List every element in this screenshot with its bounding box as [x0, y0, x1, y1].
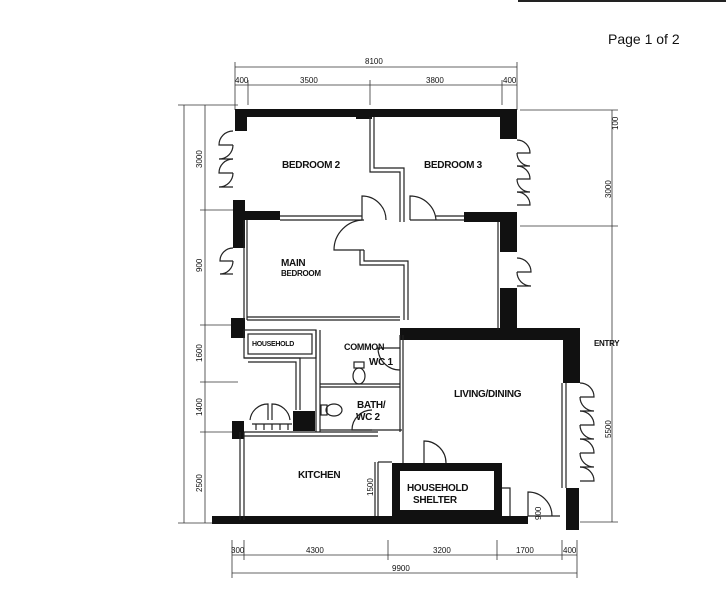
dim-kitchen-depth: 1500: [366, 478, 375, 496]
page-label: Page 1 of 2: [608, 31, 680, 47]
dim-left-1: 3000: [195, 150, 204, 168]
dim-bottom-2: 4300: [306, 546, 324, 555]
dim-top-total: 8100: [365, 57, 383, 66]
label-living-dining: LIVING/DINING: [454, 389, 522, 400]
dim-left-5: 2500: [195, 474, 204, 492]
dim-bottom-5: 400: [563, 546, 577, 555]
walls: [212, 109, 580, 530]
dim-bottom-total: 9900: [392, 564, 410, 573]
label-side-note: ENTRY: [594, 339, 620, 348]
dim-bottom-3: 3200: [433, 546, 451, 555]
top-dimension-lines: [234, 62, 518, 110]
label-store-note: HOUSEHOLD: [252, 341, 294, 348]
label-bedroom-3: BEDROOM 3: [424, 160, 483, 171]
dim-bottom-4: 1700: [516, 546, 534, 555]
dim-left-2: 900: [195, 258, 204, 272]
top-edge-line: [518, 0, 726, 2]
dim-left-4: 1400: [195, 398, 204, 416]
dim-top-4: 400: [503, 76, 517, 85]
bottom-dimension-lines: [231, 540, 578, 578]
dim-top-1: 400: [235, 76, 249, 85]
label-common-wc: COMMON: [344, 342, 384, 352]
fixtures: [252, 361, 366, 430]
dim-right-small: 100: [611, 116, 620, 130]
right-dimension-lines: [520, 109, 618, 523]
dim-right-2: 5500: [604, 420, 613, 438]
left-dimension-lines: [178, 104, 238, 524]
door-swings: [249, 195, 560, 517]
dim-top-2: 3500: [300, 76, 318, 85]
label-wc2: WC 2: [356, 412, 381, 423]
dim-bottom-1: 300: [231, 546, 245, 555]
label-bedroom-2: BEDROOM 2: [282, 160, 341, 171]
label-bath: BATH/: [357, 400, 386, 411]
label-main: MAIN: [281, 258, 305, 269]
dim-right-1: 3000: [604, 180, 613, 198]
label-main-sub: BEDROOM: [281, 269, 321, 278]
windows-right: [516, 139, 595, 482]
label-wc1: WC 1: [369, 357, 394, 368]
thin-walls: [239, 117, 567, 520]
dim-door-width: 900: [534, 506, 543, 520]
dim-top-3: 3800: [426, 76, 444, 85]
label-shelter-2: SHELTER: [413, 495, 458, 506]
label-shelter-1: HOUSEHOLD: [407, 483, 468, 494]
windows-left: [218, 130, 234, 275]
label-kitchen: KITCHEN: [298, 470, 340, 481]
dim-left-3: 1600: [195, 344, 204, 362]
